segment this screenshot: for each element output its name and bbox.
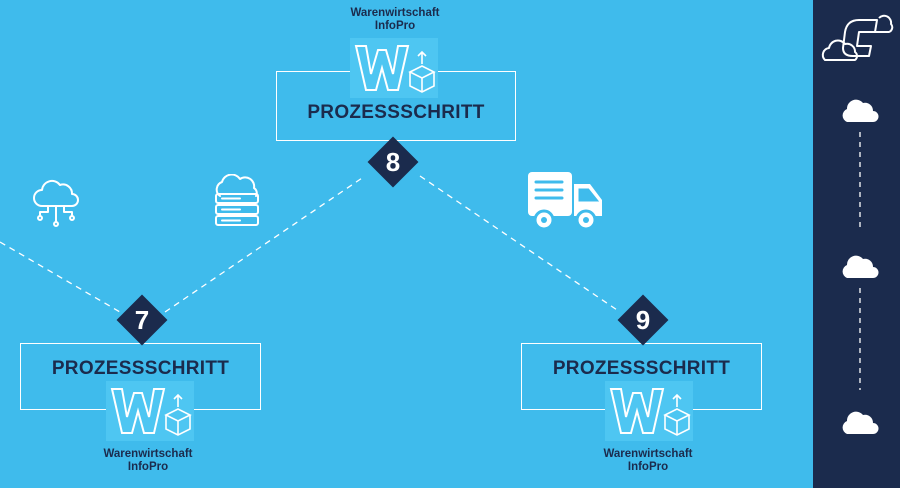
cloud-icon (842, 99, 879, 122)
connector-8-to-9 (419, 175, 621, 313)
connector-7-to-8 (164, 175, 366, 313)
warenwirtschaft-logo-icon (609, 388, 691, 436)
app-name-line2: InfoPro (127, 461, 169, 473)
app-name-left: Warenwirtschaft InfoPro (78, 448, 218, 474)
step-number-9: 9 (635, 305, 651, 335)
app-name-line1: Warenwirtschaft (603, 448, 693, 460)
connector-left-edge-to-7 (0, 241, 121, 313)
app-name-line1: Warenwirtschaft (350, 7, 440, 19)
cloud-network-icon (33, 179, 79, 227)
app-name-line1: Warenwirtschaft (103, 448, 193, 460)
connector-lines (0, 175, 621, 313)
timeline-connector (859, 132, 861, 390)
cloud-icon (842, 411, 879, 434)
step-number-7: 7 (134, 305, 150, 335)
step-number-8: 8 (385, 147, 401, 177)
app-name-top: Warenwirtschaft InfoPro (325, 7, 465, 33)
infopro-logo-tile (605, 381, 693, 441)
app-name-line2: InfoPro (374, 20, 416, 32)
sidebar (813, 0, 900, 488)
process-step-label: PROZESSSCHRITT (307, 102, 485, 123)
process-step-label: PROZESSSCHRITT (51, 357, 230, 379)
process-step-label: PROZESSSCHRITT (552, 357, 731, 379)
warenwirtschaft-logo-icon (110, 388, 192, 436)
delivery-truck-icon (528, 172, 602, 231)
app-name-line2: InfoPro (627, 461, 669, 473)
brand-logo-icon (821, 14, 894, 61)
cloud-icon (842, 255, 879, 278)
process-diagram-canvas: Warenwirtschaft InfoPro PROZESSSCHRITT 8… (0, 7, 762, 474)
app-name-right: Warenwirtschaft InfoPro (578, 448, 718, 474)
cloud-server-icon (215, 174, 259, 226)
warenwirtschaft-logo-icon (354, 45, 436, 93)
infopro-logo-tile (106, 381, 194, 441)
infopro-logo-tile (350, 38, 438, 98)
